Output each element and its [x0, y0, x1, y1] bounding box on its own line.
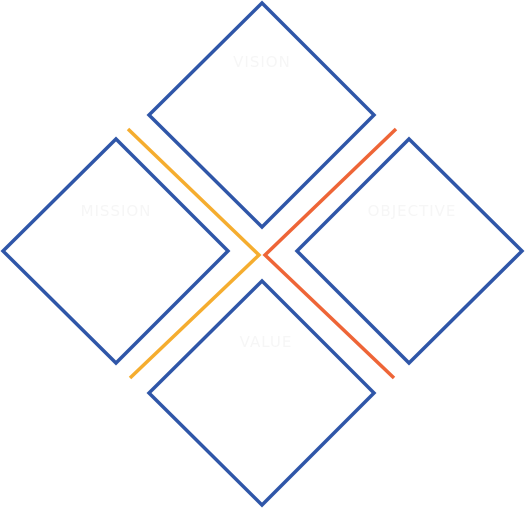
- vision-label: VISION: [233, 53, 291, 71]
- mission-label: MISSION: [81, 202, 152, 220]
- mission-diamond: [0, 136, 231, 366]
- value-diamond: [146, 278, 377, 508]
- orange-connector-line: [262, 127, 398, 380]
- vision-diamond: [146, 0, 377, 230]
- objective-diamond: [294, 136, 525, 366]
- yellow-connector-line: [126, 127, 262, 380]
- objective-label: OBJECTIVE: [368, 202, 457, 220]
- value-label: VALUE: [240, 333, 293, 351]
